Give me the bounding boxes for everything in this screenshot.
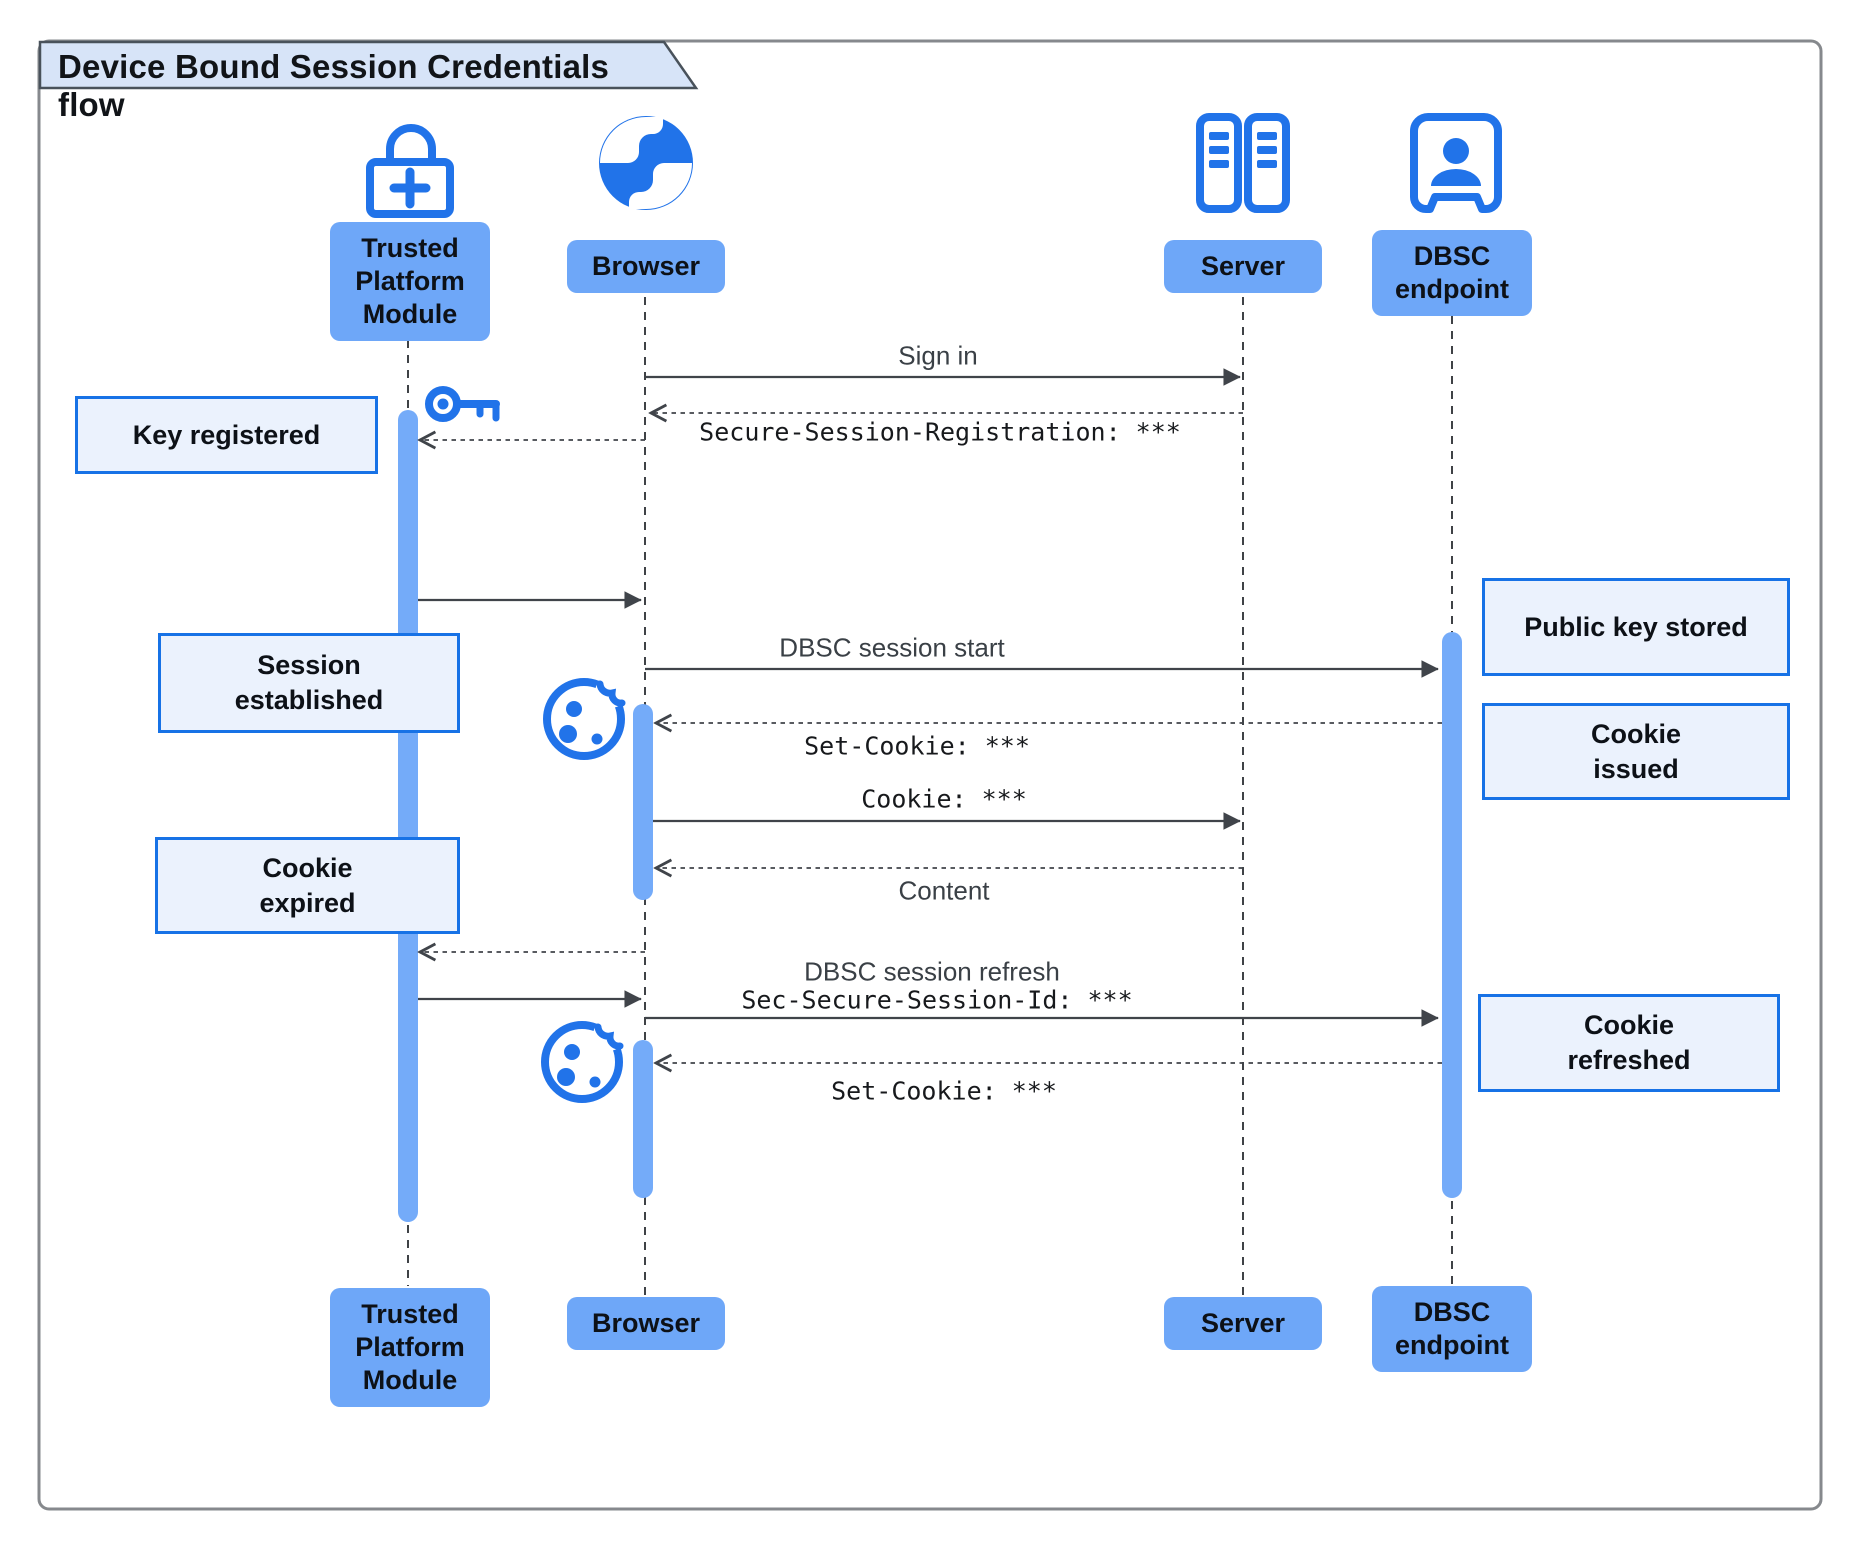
- cookie-icon: [541, 1019, 625, 1103]
- actor-top-server: Server: [1164, 240, 1322, 293]
- actor-top-browser: Browser: [567, 240, 725, 293]
- note-cookie-issued: Cookie issued: [1482, 703, 1790, 800]
- person-booth-icon: [1410, 113, 1502, 213]
- actor-bottom-server: Server: [1164, 1297, 1322, 1350]
- server-rack-icon: [1196, 113, 1290, 213]
- activation-bars: [398, 410, 1462, 1222]
- actor-bottom-browser: Browser: [567, 1297, 725, 1350]
- lock-plus-icon: [366, 124, 454, 218]
- label-sign-in: Sign in: [898, 340, 978, 371]
- note-key-registered: Key registered: [75, 396, 378, 474]
- tpm-activation-bar: [398, 410, 418, 1222]
- label-dbsc-session-refresh: DBSC session refresh: [804, 956, 1060, 987]
- cookie-icon: [543, 676, 627, 760]
- diagram-title: Device Bound Session Credentials flow: [58, 48, 610, 123]
- actor-bottom-dbsc: DBSC endpoint: [1372, 1286, 1532, 1372]
- note-cookie-refreshed: Cookie refreshed: [1478, 994, 1780, 1092]
- actor-bottom-tpm: Trusted Platform Module: [330, 1288, 490, 1407]
- title-tab: [38, 40, 699, 90]
- label-secure-session-registration: Secure-Session-Registration: ***: [699, 417, 1181, 447]
- label-set-cookie-second: Set-Cookie: ***: [831, 1076, 1057, 1106]
- globe-icon: [599, 116, 693, 210]
- message-arrows: [418, 368, 1442, 1063]
- label-cookie: Cookie: ***: [861, 784, 1027, 814]
- label-content: Content: [898, 875, 990, 906]
- dbsc-activation-bar: [1442, 632, 1462, 1198]
- actor-top-tpm: Trusted Platform Module: [330, 222, 490, 341]
- note-public-key-stored: Public key stored: [1482, 578, 1790, 676]
- actor-top-dbsc: DBSC endpoint: [1372, 230, 1532, 316]
- label-dbsc-session-start: DBSC session start: [779, 632, 1005, 663]
- note-session-established: Session established: [158, 633, 460, 733]
- note-cookie-expired: Cookie expired: [155, 837, 460, 934]
- label-sec-secure-session-id: Sec-Secure-Session-Id: ***: [741, 985, 1133, 1015]
- label-set-cookie-first: Set-Cookie: ***: [804, 731, 1030, 761]
- diagram-frame: [37, 39, 1823, 1511]
- browser-activation-bar-1: [633, 704, 653, 900]
- browser-activation-bar-2: [633, 1040, 653, 1198]
- key-icon: [425, 386, 500, 422]
